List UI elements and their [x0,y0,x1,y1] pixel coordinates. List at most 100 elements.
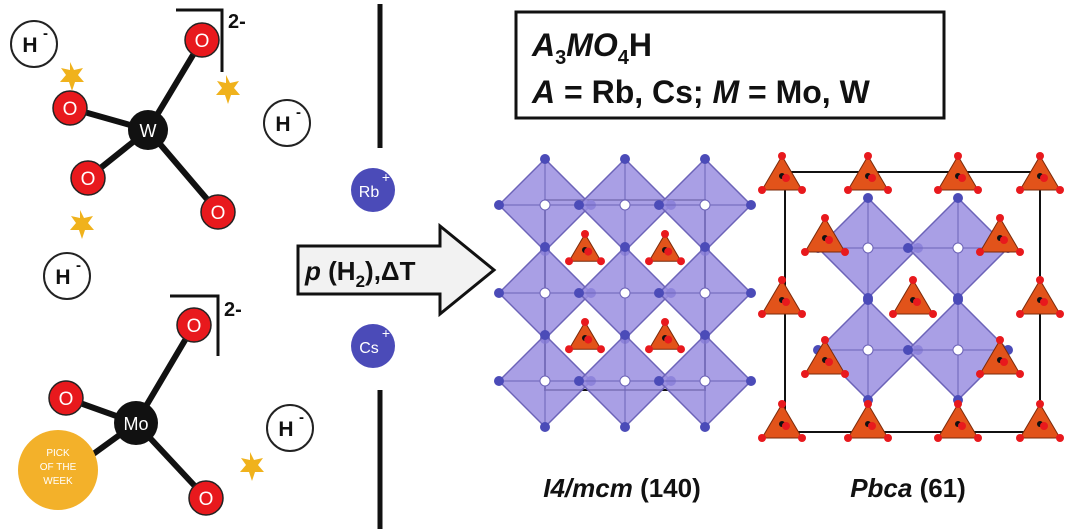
hydride-site [862,344,874,356]
cation-atom [540,242,550,252]
oxygen-site [929,310,937,318]
cation-atom [620,154,630,164]
general-formula: A3MO4H [531,27,652,69]
oxygen-site [996,214,1004,222]
oxygen-site [1056,186,1064,194]
oxygen-atom: O [52,90,88,126]
oxygen-site [958,174,966,182]
oxygen-site [864,400,872,408]
svg-text:W: W [140,121,157,141]
oxygen-site [1036,276,1044,284]
oxygen-site [841,370,849,378]
caesium-cation: Cs + [351,324,395,368]
element-definitions: A = Rb, Cs; M = Mo, W [531,74,871,110]
cation-atom [494,200,504,210]
molybdenum-atom: Mo [114,401,158,445]
spark-icon [70,210,94,239]
oxygen-site [758,434,766,442]
oxygen-site [868,422,876,430]
oxygen-site [884,434,892,442]
oxygen-site [661,230,669,238]
cation-atom [700,330,710,340]
reaction-arrow: p (H2),ΔT [296,222,497,318]
hydride-ion: H - [263,99,311,147]
oxygen-site [584,335,593,344]
cation-atom [700,422,710,432]
oxygen-site [782,422,790,430]
oxygen-site [1056,310,1064,318]
oxygen-site [1000,358,1008,366]
svg-text:OF THE: OF THE [40,462,77,473]
oxygen-site [801,248,809,256]
svg-text:-: - [299,409,304,426]
oxygen-site [1056,434,1064,442]
oxygen-site [976,370,984,378]
hydride-site [699,199,711,211]
oxygen-site [758,186,766,194]
charge-bracket [176,8,224,72]
oxygen-site [581,318,589,326]
oxygen-site [661,318,669,326]
oxygen-site [645,345,653,354]
oxygen-site [597,345,605,354]
oxygen-site [844,434,852,442]
oxygen-site [976,248,984,256]
cation-atom [494,288,504,298]
cation-atom [540,154,550,164]
oxygen-site [934,186,942,194]
cation-atom [746,376,756,386]
oxygen-site [1036,400,1044,408]
oxygen-site [934,434,942,442]
spark-icon [60,62,84,91]
hydride-ion: H - [266,404,314,452]
pick-of-the-week-badge: PICK OF THE WEEK [18,430,98,510]
oxygen-site [996,336,1004,344]
oxygen-atom: O [176,307,212,343]
cation-atom [863,193,873,203]
oxygen-site [821,214,829,222]
oxygen-site [954,400,962,408]
anion-charge: 2- [228,11,246,33]
oxygen-atom: O [184,22,220,58]
oxygen-site [821,336,829,344]
svg-text:O: O [211,203,226,224]
svg-text:Cs: Cs [359,340,379,357]
hydride-site [619,199,631,211]
oxygen-site [1016,248,1024,256]
svg-text:+: + [382,325,390,341]
reaction-conditions: p (H2),ΔT [304,256,416,291]
oxygen-site [798,310,806,318]
oxygen-site [1016,310,1024,318]
svg-text:-: - [76,257,81,274]
hydride-ion: H - [10,20,58,68]
svg-text:O: O [59,389,74,410]
svg-text:O: O [81,169,96,190]
oxygen-site [758,310,766,318]
svg-text:O: O [187,316,202,337]
oxygen-site [778,152,786,160]
svg-text:-: - [296,104,301,121]
oxygen-site [677,257,685,266]
cation-atom [903,345,913,355]
oxygen-site [868,174,876,182]
hydride-site [619,375,631,387]
oxygen-site [958,422,966,430]
oxygen-site [584,247,593,256]
cation-atom [654,200,664,210]
cation-atom [746,200,756,210]
oxygen-site [1036,152,1044,160]
svg-text:-: - [43,25,48,42]
oxygen-site [884,186,892,194]
oxygen-site [778,276,786,284]
hydride-site [699,375,711,387]
cation-atom [574,288,584,298]
charge-bracket [170,294,220,356]
cation-atom [620,242,630,252]
svg-text:H: H [22,34,37,57]
svg-text:Mo: Mo [123,414,148,434]
svg-text:H: H [278,418,293,441]
svg-text:H: H [275,113,290,136]
oxygen-site [664,247,673,256]
i4mcm-crystal-structure [494,154,756,432]
